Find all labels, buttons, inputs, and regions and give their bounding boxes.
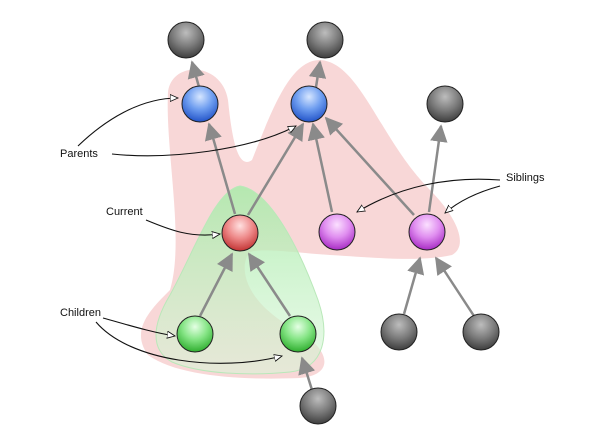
parents-label: Parents (60, 148, 98, 160)
edge-parent-left-to-root (187, 60, 205, 88)
edge-bottom-left-to-sibling2 (402, 256, 425, 315)
current-label: Current (106, 206, 143, 218)
edge-child-left-to-current (198, 252, 234, 317)
sibling-node-right (408, 213, 446, 251)
callout-children-to-right (95, 321, 282, 364)
parent-node-right (290, 85, 328, 123)
children-label: Children (60, 307, 101, 319)
root-node-right (306, 21, 344, 59)
grandchild-node (299, 387, 337, 425)
child-node-right (279, 315, 317, 353)
callout-siblings-to-right (445, 185, 501, 213)
callout-arrows (77, 98, 501, 364)
sibling-node-left (318, 213, 356, 251)
callout-parents-to-right (111, 126, 296, 157)
siblings-label: Siblings (506, 172, 545, 184)
child-node-left (176, 315, 214, 353)
bottom-node-right (462, 313, 500, 351)
edge-sibling2-to-parent-right (324, 116, 415, 216)
root-node-left (167, 21, 205, 59)
tree-edges (187, 60, 476, 391)
bottom-node-left (380, 313, 418, 351)
current-node (221, 214, 259, 252)
edge-current-to-parent-left (204, 122, 237, 215)
callout-children-to-left (102, 317, 175, 336)
edge-sibling-to-parent-right (307, 122, 334, 213)
callout-siblings-to-left (357, 178, 501, 212)
node-top-right (426, 85, 464, 123)
edge-parent-right-to-root (308, 60, 327, 88)
edge-sibling2-to-top-right (427, 124, 448, 213)
edge-bottom-right-to-sibling2 (434, 256, 476, 317)
edge-child-right-to-current (247, 252, 292, 317)
callout-parents-to-left (77, 98, 178, 147)
tree-nodes (167, 21, 500, 425)
parent-node-left (181, 85, 219, 123)
callout-current (145, 219, 220, 235)
edge-grandchild-to-child-right (298, 356, 316, 391)
edge-current-to-parent-right (246, 122, 305, 216)
